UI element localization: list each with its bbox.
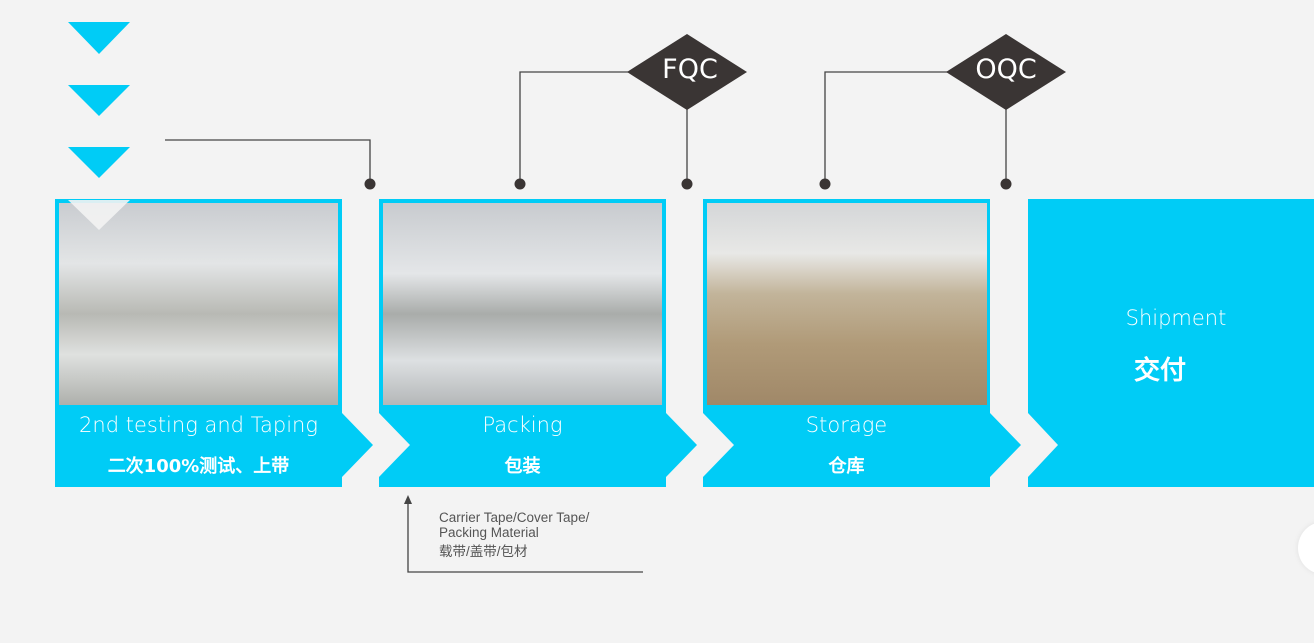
connector-lines [165,71,1007,573]
step-title-en: Shipment [1125,306,1227,330]
floating-scroll-button[interactable] [1298,522,1314,574]
oqc-diamond [946,34,1066,110]
step-title-zh: 包装 [504,456,541,477]
step-title-zh: 交付 [1133,356,1186,386]
fqc-diamond [627,34,747,110]
materials-line: Carrier Tape/Cover Tape/ [439,510,590,525]
fqc-label: FQC [662,54,718,85]
materials-line: Packing Material [439,525,539,540]
up-arrow-icon [404,495,412,504]
down-arrow-icon [68,147,130,178]
packing-materials-note: Carrier Tape/Cover Tape/ Packing Materia… [439,510,589,559]
packing-workshop-photo [383,203,662,405]
step-title-en: Storage [805,413,888,437]
step-card-shipment [1028,199,1314,487]
warehouse-photo [707,203,987,405]
down-arrow-icon [68,85,130,116]
step-title-zh: 二次100%测试、上带 [107,456,290,477]
down-arrow-icon [68,22,130,54]
testing-taping-workshop-photo [59,203,338,405]
step-title-zh: 仓库 [828,456,865,477]
step-title-en: Packing [482,413,563,437]
oqc-label: OQC [975,54,1037,85]
connector-dots [364,178,1012,190]
step-title-en: 2nd testing and Taping [79,413,318,437]
materials-line-zh: 载带/盖带/包材 [439,544,528,559]
